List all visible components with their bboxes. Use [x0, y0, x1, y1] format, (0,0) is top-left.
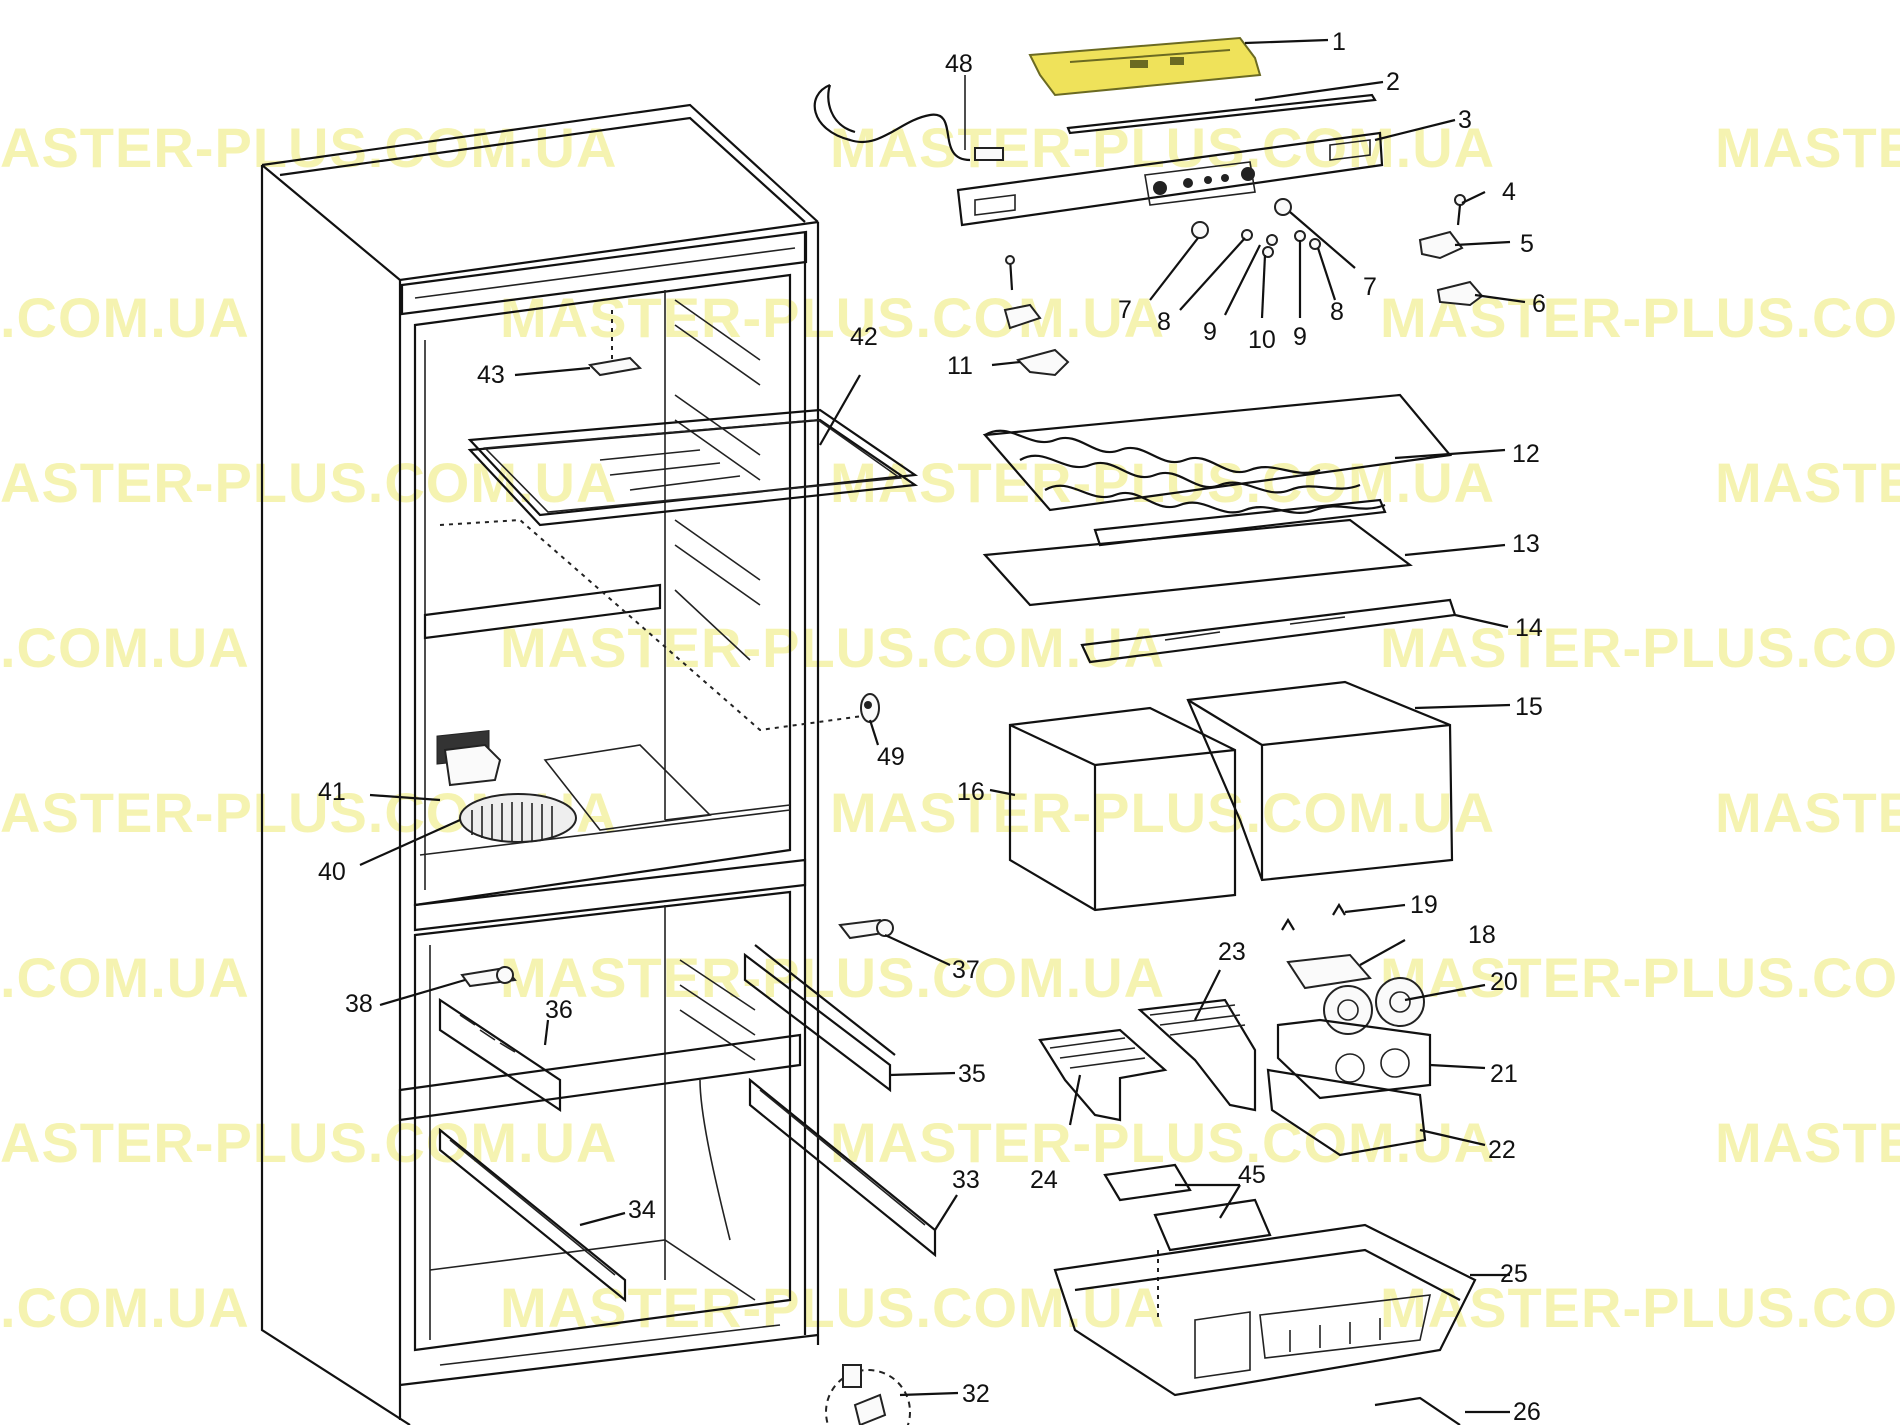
label-part-15: 15	[1515, 693, 1543, 721]
part-hinge-bracket	[1003, 255, 1042, 330]
label-part-23: 23	[1218, 938, 1246, 966]
fridge-cabinet	[260, 103, 820, 1425]
leader-lines	[359, 38, 1526, 1414]
label-part-7: 7	[1118, 296, 1132, 324]
part-38-holder	[460, 966, 517, 988]
part-25-freezer-drawer	[1053, 1223, 1477, 1397]
label-part-9: 9	[1203, 318, 1217, 346]
label-part-9: 9	[1293, 323, 1307, 351]
part-6-hinge	[1436, 280, 1484, 307]
part-49-lamp	[860, 693, 880, 723]
part-9-button	[1294, 230, 1306, 242]
label-part-45: 45	[1238, 1161, 1266, 1189]
part-22-ice-bin	[1266, 1068, 1427, 1157]
label-part-49: 49	[877, 743, 905, 771]
part-32-foot	[825, 1364, 911, 1425]
label-part-32: 32	[962, 1380, 990, 1408]
label-part-24: 24	[1030, 1166, 1058, 1194]
part-3-top-panel	[956, 131, 1384, 227]
label-part-34: 34	[628, 1196, 656, 1224]
part-7-knob	[1274, 198, 1292, 216]
label-part-35: 35	[958, 1060, 986, 1088]
part-18-ice-tray	[1286, 953, 1372, 990]
label-part-22: 22	[1488, 1136, 1516, 1164]
label-part-20: 20	[1490, 968, 1518, 996]
part-23-separator	[1137, 998, 1257, 1112]
part-36-rail	[398, 997, 802, 1122]
label-part-21: 21	[1490, 1060, 1518, 1088]
part-19-clips	[1281, 902, 1346, 931]
part-26-drawer	[1374, 1396, 1461, 1425]
part-45-covers	[1103, 1163, 1272, 1320]
part-10-button	[1262, 246, 1274, 258]
part-13-glass-shelf	[982, 518, 1413, 607]
label-part-1: 1	[1332, 28, 1346, 56]
label-part-36: 36	[545, 996, 573, 1024]
label-part-37: 37	[952, 956, 980, 984]
label-part-5: 5	[1520, 230, 1534, 258]
label-part-16: 16	[957, 778, 985, 806]
label-part-38: 38	[345, 990, 373, 1018]
part-14-shelf-trim	[1080, 598, 1457, 664]
label-part-40: 40	[318, 858, 346, 886]
part-11-hinge	[1016, 348, 1070, 377]
label-part-33: 33	[952, 1166, 980, 1194]
part-2-strip	[1066, 93, 1377, 135]
label-part-6: 6	[1532, 290, 1546, 318]
part-9-button	[1266, 234, 1278, 246]
part-21-ice-holder	[1276, 1018, 1432, 1100]
part-16-crisper-left	[1008, 706, 1237, 912]
label-part-8: 8	[1157, 308, 1171, 336]
part-7-knob	[1191, 221, 1209, 239]
label-part-11: 11	[947, 352, 973, 380]
label-part-19: 19	[1410, 891, 1438, 919]
label-part-41: 41	[318, 778, 346, 806]
label-part-18: 18	[1468, 921, 1496, 949]
part-42-glass-shelf	[467, 408, 919, 527]
label-part-2: 2	[1386, 68, 1400, 96]
label-part-25: 25	[1500, 1260, 1528, 1288]
label-part-8: 8	[1330, 298, 1344, 326]
label-part-14: 14	[1515, 614, 1543, 642]
label-part-4: 4	[1502, 178, 1516, 206]
part-15-crisper-right	[1186, 680, 1454, 882]
part-12-bottle-rack	[982, 393, 1453, 547]
part-33-rail	[748, 1077, 937, 1258]
label-part-13: 13	[1512, 530, 1540, 558]
label-part-42: 42	[850, 323, 878, 351]
label-part-12: 12	[1512, 440, 1540, 468]
part-34-rail	[438, 1127, 627, 1303]
part-8-led	[1309, 238, 1321, 250]
part-20-ice-cubes	[1323, 977, 1425, 1035]
part-43-light-holder	[587, 310, 643, 377]
part-48-wire-harness	[813, 75, 1004, 162]
part-41-fan-cover	[436, 730, 502, 787]
part-4-screw	[1454, 194, 1466, 226]
label-part-48: 48	[945, 50, 973, 78]
label-part-10: 10	[1248, 326, 1276, 354]
label-part-3: 3	[1458, 106, 1472, 134]
label-part-26: 26	[1513, 1398, 1541, 1425]
part-1-control-panel	[1028, 36, 1262, 97]
part-number-labels: 1 2 3 4 5 6 7 7 8 9 10 9 8 11 12 13 14 1…	[318, 28, 1546, 1425]
part-8-led	[1241, 229, 1253, 241]
part-5-hinge	[1418, 230, 1464, 260]
label-part-7: 7	[1363, 273, 1377, 301]
part-35-rail	[743, 944, 896, 1093]
part-40-fan	[459, 793, 577, 843]
label-part-43: 43	[477, 361, 505, 389]
part-24-separator	[1038, 1028, 1168, 1122]
